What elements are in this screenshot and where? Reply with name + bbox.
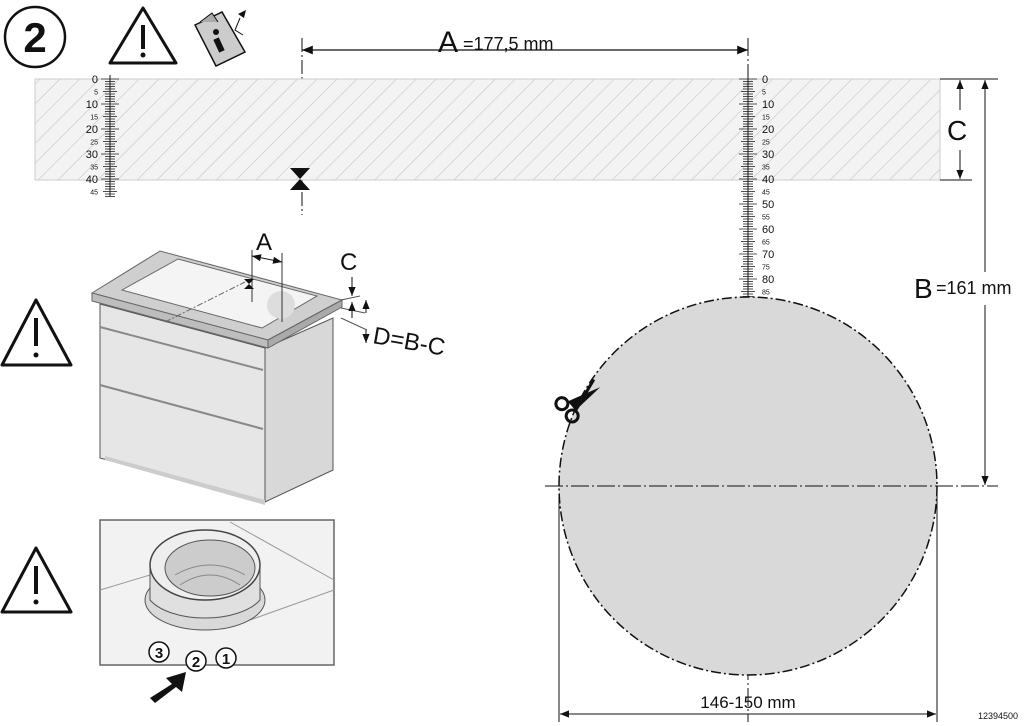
svg-text:146-150 mm: 146-150 mm [700,693,795,712]
ruler-right: 0 5 10 15 20 25 30 35 40 45 50 55 60 65 70 75 80 85 [739,74,774,297]
ruler-label: 5 [94,90,98,97]
ruler-label: 80 [762,274,774,286]
ruler-label: 70 [762,249,774,261]
warning-icon [0,546,73,614]
ruler-label: 0 [92,74,98,86]
warning-icon [108,6,178,65]
svg-text:C: C [947,115,967,146]
ruler-label: 50 [762,199,774,211]
read-manual-icon [193,10,247,67]
ruler-left: 0 5 10 15 20 25 30 35 40 45 [86,74,119,197]
callout-3: 3 [148,641,170,663]
svg-text:A: A [256,229,272,256]
ruler-label: 20 [86,124,98,136]
ruler-label: 35 [90,165,98,172]
step-badge: 2 [3,5,67,69]
svg-text:3: 3 [155,645,163,662]
svg-text:C: C [340,249,357,276]
ruler-label: 45 [762,190,770,197]
ruler-label: 30 [762,149,774,161]
ruler-label: 40 [762,174,774,186]
installation-photo: 3 2 1 [99,519,335,703]
dimension-diameter: 146-150 mm [558,495,938,722]
ruler-label: 55 [762,215,770,222]
document-number: 12394500 [978,711,1018,721]
callout-1: 1 [215,647,237,669]
svg-text:=177,5 mm: =177,5 mm [463,34,554,54]
svg-text:2: 2 [192,654,200,671]
svg-text:=161 mm: =161 mm [936,278,1012,298]
svg-text:A: A [438,26,458,59]
countertop-section [34,78,941,181]
ruler-label: 40 [86,174,98,186]
ruler-label: 65 [762,240,770,247]
ruler-label: 15 [762,115,770,122]
scissors-icon [554,378,601,424]
dimension-b: B =161 mm [914,80,1012,485]
ruler-label: 25 [90,140,98,147]
ruler-label: 5 [762,90,766,97]
svg-text:D=B-C: D=B-C [371,322,447,361]
svg-text:2: 2 [23,14,46,61]
svg-text:1: 1 [222,651,230,668]
ruler-label: 0 [762,74,768,86]
ruler-label: 30 [86,149,98,161]
cabinet-illustration: A C D=B-C [90,229,447,505]
ruler-label: 20 [762,124,774,136]
warning-icon [0,298,73,367]
ruler-label: 45 [90,190,98,197]
callout-2: 2 [185,650,207,672]
ruler-label: 75 [762,265,770,272]
ruler-label: 10 [86,99,98,111]
svg-text:B: B [914,273,933,304]
ruler-label: 85 [762,290,770,297]
ruler-label: 25 [762,140,770,147]
cutout-circle [545,296,998,676]
ruler-label: 10 [762,99,774,111]
push-arrow-icon [150,672,186,703]
center-marker-icon [290,168,310,190]
ruler-label: 60 [762,224,774,236]
dimension-c: C [940,78,998,181]
ruler-label: 15 [90,115,98,122]
ruler-label: 35 [762,165,770,172]
